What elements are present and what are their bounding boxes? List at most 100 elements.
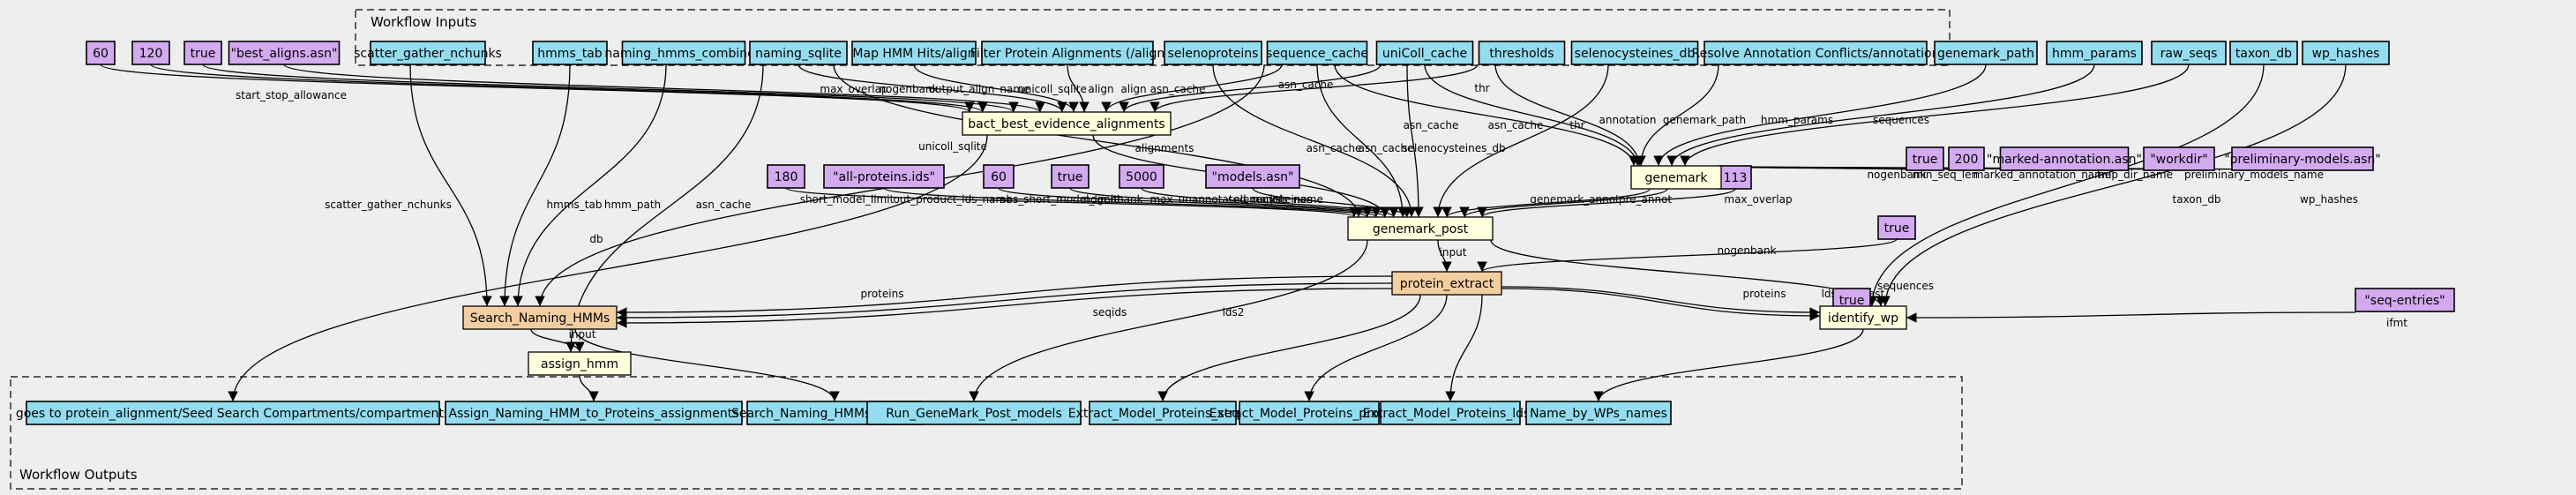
sub-node-search-naming-hmms[interactable]: Search_Naming_HMMs	[462, 305, 618, 330]
param-node-60[interactable]: 60	[86, 41, 116, 65]
input-node-selenoproteins[interactable]: selenoproteins	[1164, 41, 1262, 65]
edge-label-start-stop-allowance: start_stop_allowance	[236, 89, 347, 101]
param-node-113[interactable]: 113	[1719, 165, 1752, 190]
output-node-extract-model-proteins-seqids[interactable]: Extract_Model_Proteins_seqids	[1068, 401, 1257, 425]
node-label: Extract_Model_Proteins_seqids	[1068, 407, 1257, 421]
step-node-identify-wp[interactable]: identify_wp	[1819, 305, 1907, 330]
input-node-naming-sqlite[interactable]: naming_sqlite	[749, 41, 848, 65]
node-label: "best_aligns.asn"	[231, 47, 338, 61]
param-node-workdir[interactable]: "workdir"	[2143, 146, 2215, 171]
node-label: 200	[1955, 153, 1979, 167]
edge-label-tmp-dir-name: tmp_dir_name	[2097, 169, 2173, 181]
edge-label-seqids: seqids	[1093, 306, 1127, 319]
edge-pseqent-to-identify	[1906, 311, 2356, 323]
node-label: true	[1884, 221, 1910, 236]
input-node-naming-hmms-combined[interactable]: naming_hmms_combined	[604, 41, 763, 65]
step-node-assign-hmm[interactable]: assign_hmm	[528, 351, 632, 376]
input-node-wp-hashes[interactable]: wp_hashes	[2302, 41, 2390, 65]
node-label: "workdir"	[2150, 153, 2207, 167]
input-node-raw-seqs[interactable]: raw_seqs	[2151, 41, 2227, 65]
edge-p5000-to-gmpost	[1141, 187, 1399, 218]
edge-pext-to-o6	[1445, 294, 1483, 402]
edge-label-min-seq-len: min_seq_len	[1913, 169, 1978, 181]
node-label: Extract_Model_Proteins_lds2	[1363, 407, 1539, 421]
node-label: genemark_post	[1373, 222, 1469, 236]
param-node-200[interactable]: 200	[1948, 146, 1985, 171]
param-node-models-asn[interactable]: "models.asn"	[1205, 164, 1300, 189]
edge-seqcache-to-genemark	[1334, 64, 1639, 167]
edge-hmmstab-to-search	[499, 64, 571, 307]
node-label: Resolve Annotation Conflicts/annotation	[1692, 47, 1940, 61]
step-node-bact-best-evidence-alignments[interactable]: bact_best_evidence_alignments	[962, 111, 1172, 136]
edge-p113-to-gmpost	[1477, 188, 1736, 218]
param-node-marked-annotation-asn[interactable]: "marked-annotation.asn"	[1987, 146, 2142, 171]
node-label: taxon_db	[2235, 47, 2292, 61]
input-node-sequence-cache[interactable]: sequence_cache	[1266, 41, 1368, 65]
output-node-assign-naming-hmm-to-proteins-assignments[interactable]: Assign_Naming_HMM_to_Proteins_assignment…	[445, 401, 743, 425]
input-node-genemark-path[interactable]: genemark_path	[1934, 41, 2038, 65]
input-node-hmms-tab[interactable]: hmms_tab	[532, 41, 608, 65]
node-label: "marked-annotation.asn"	[1987, 153, 2142, 167]
param-node-180[interactable]: 180	[767, 164, 805, 189]
node-label: assign_hmm	[541, 357, 618, 371]
node-label: "models.asn"	[1212, 170, 1294, 184]
input-node-thresholds[interactable]: thresholds	[1478, 41, 1566, 65]
step-node-genemark-post[interactable]: genemark_post	[1347, 216, 1494, 241]
output-node-goes-to-protein-alignment-seed-search-compartments-compartments[interactable]: goes to protein_alignment/Seed Search Co…	[16, 401, 450, 425]
edge-label-nogenbank: nogenbank	[1717, 244, 1776, 257]
edge-ptrue1-to-bact	[202, 64, 1019, 113]
param-node-true[interactable]: true	[1906, 146, 1944, 171]
param-node-5000[interactable]: 5000	[1119, 164, 1164, 189]
output-node-extract-model-proteins-lds2[interactable]: Extract_Model_Proteins_lds2	[1363, 401, 1539, 425]
edge-p60a-to-bact	[100, 64, 975, 113]
param-node-true[interactable]: true	[1051, 164, 1090, 189]
edge-label-alignments: alignments	[1135, 142, 1194, 154]
edge-pext-to-search	[616, 282, 1393, 323]
edge-label-db: db	[589, 233, 603, 245]
edge-seleno-to-gmpost	[1212, 64, 1417, 218]
input-node-selenocysteines-db[interactable]: selenocysteines_db	[1570, 41, 1699, 65]
edge-label-sequences: sequences	[1877, 280, 1934, 292]
edge-label-input: input	[569, 328, 596, 341]
node-label: true	[191, 47, 216, 61]
output-node-run-genemark-post-models[interactable]: Run_GeneMark_Post_models	[866, 401, 1082, 425]
edge-ptrue4-to-pext	[1477, 238, 1898, 273]
input-node-map-hmm-hits-align[interactable]: Map HMM Hits/align	[851, 41, 977, 65]
edge-search-to-assign	[530, 328, 585, 353]
input-node-taxon-db[interactable]: taxon_db	[2229, 41, 2298, 65]
param-node-preliminary-models-asn[interactable]: "preliminary-models.asn"	[2224, 146, 2381, 171]
param-node-60[interactable]: 60	[983, 164, 1015, 189]
input-node-resolve-annotation-conflicts-annotation[interactable]: Resolve Annotation Conflicts/annotation	[1692, 41, 1940, 65]
param-node-true[interactable]: true	[183, 41, 222, 65]
edge-label-scatter-gather-nchunks: scatter_gather_nchunks	[325, 199, 452, 211]
step-node-genemark[interactable]: genemark	[1630, 165, 1722, 190]
edge-thresh-to-bact	[1149, 64, 1479, 113]
node-label: identify_wp	[1828, 311, 1898, 326]
edge-nsqlite-to-assign	[565, 64, 764, 353]
input-node-scatter-gather-nchunks[interactable]: scatter_gather_nchunks	[354, 41, 502, 65]
param-node-seq-entries[interactable]: "seq-entries"	[2355, 288, 2455, 312]
edge-label-nogenbank: nogenbank	[1867, 169, 1926, 181]
input-node-unicoll-cache[interactable]: uniColl_cache	[1375, 41, 1474, 65]
edge-pext-to-o5	[1304, 294, 1448, 402]
input-node-hmm-params[interactable]: hmm_params	[2046, 41, 2143, 65]
node-label: 60	[93, 47, 109, 61]
node-label: Assign_Naming_HMM_to_Proteins_assignment…	[449, 407, 739, 421]
edge-label-marked-annotation-name: marked_annotation_name	[1973, 169, 2111, 181]
output-node-name-by-wps-names[interactable]: Name_by_WPs_names	[1525, 401, 1672, 425]
input-node-filter-protein-alignments-align[interactable]: Filter Protein Alignments (/align	[970, 41, 1164, 65]
node-label: thresholds	[1489, 47, 1554, 61]
param-node-best-aligns-asn[interactable]: "best_aligns.asn"	[228, 41, 341, 65]
sub-node-protein-extract[interactable]: protein_extract	[1391, 271, 1502, 296]
param-node-true[interactable]: true	[1877, 215, 1916, 240]
output-node-extract-model-proteins-proteins[interactable]: Extract_Model_Proteins_proteins	[1209, 401, 1410, 425]
node-label: scatter_gather_nchunks	[354, 47, 502, 61]
edge-assign-to-o1	[579, 374, 599, 402]
edge-ptrue3-to-gmpost	[1069, 187, 1390, 218]
param-node-120[interactable]: 120	[131, 41, 170, 65]
workflow-outputs-label: Workflow Outputs	[19, 467, 138, 483]
param-node-all-proteins-ids[interactable]: "all-proteins.ids"	[823, 164, 945, 189]
node-label: genemark	[1644, 171, 1708, 185]
